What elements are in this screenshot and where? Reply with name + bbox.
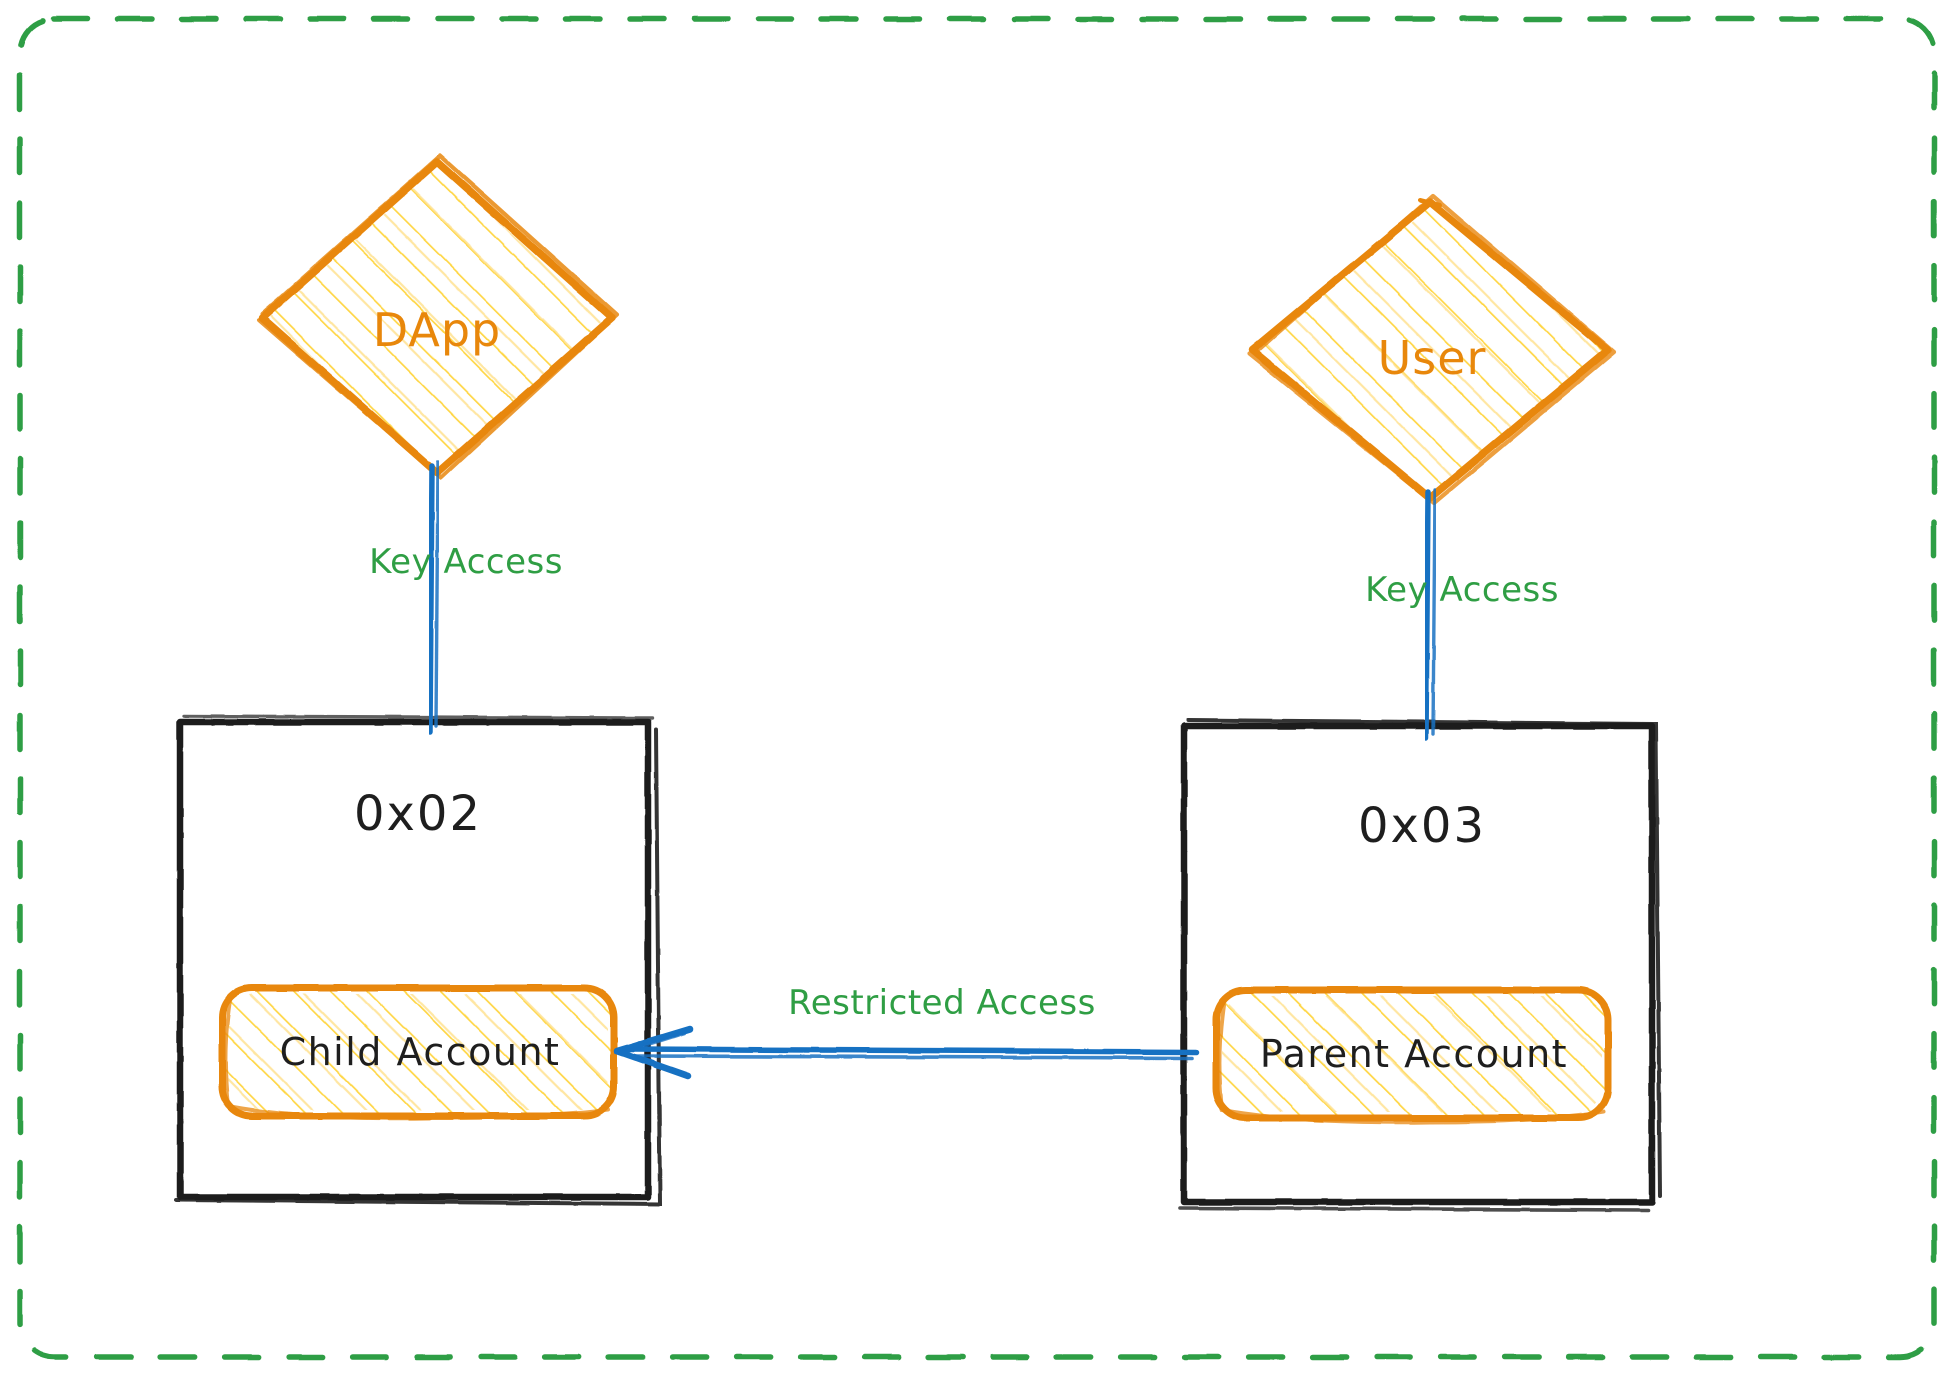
node-dapp[interactable] — [256, 153, 620, 481]
edge-dapp-to-child[interactable] — [427, 460, 440, 735]
node-account-0x02[interactable] — [174, 714, 663, 1207]
node-account-0x03[interactable] — [1178, 718, 1662, 1212]
dashed-frame — [17, 16, 1937, 1360]
node-child-account[interactable] — [218, 984, 618, 1121]
edge-user-to-parent[interactable] — [1423, 488, 1437, 741]
edge-parent-to-child[interactable] — [613, 1025, 1199, 1080]
node-parent-account[interactable] — [1212, 986, 1612, 1125]
node-user[interactable] — [1246, 193, 1617, 506]
